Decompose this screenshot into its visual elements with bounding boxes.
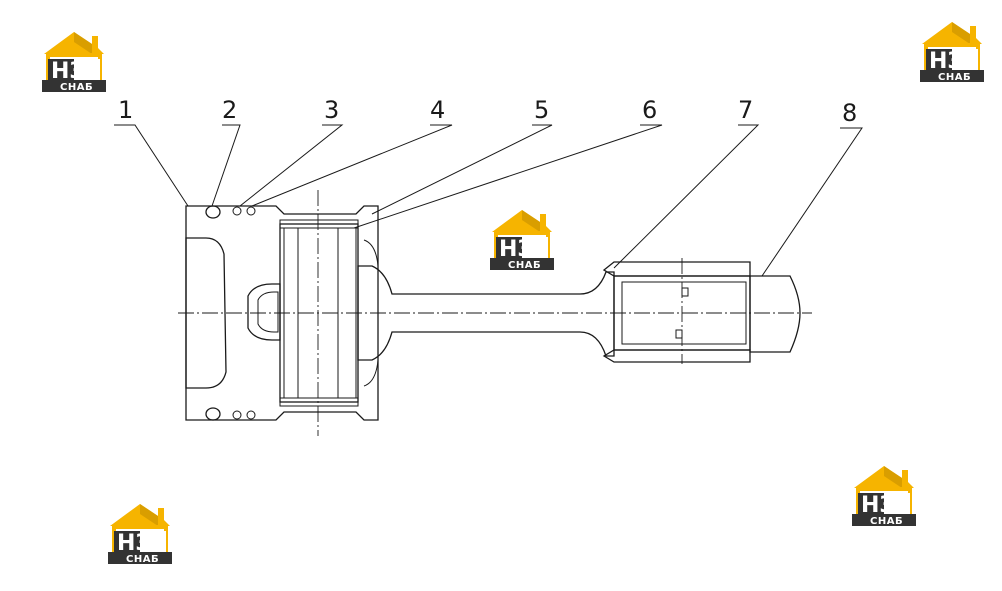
logo-mark: НЗ: [499, 237, 533, 262]
drawing-body: [178, 190, 812, 436]
oil-hole-top: [681, 287, 689, 297]
callout-6: 6: [642, 96, 657, 124]
watermark-logo-top-left: НЗ СНАБ: [42, 32, 106, 93]
end-plug: [749, 275, 801, 353]
callout-3: 3: [324, 96, 339, 124]
callout-8: 8: [842, 99, 857, 127]
ring-grooves-top: [205, 205, 256, 219]
watermark-logo-bottom-left: НЗ СНАБ: [108, 504, 172, 565]
rod-fillet-bottom: [363, 359, 379, 387]
callout-4: 4: [430, 96, 445, 124]
small-end-housing-bottom: [602, 349, 751, 363]
logo-caption: СНАБ: [870, 516, 903, 527]
piston-crown-recess: [185, 237, 227, 389]
logo-caption: СНАБ: [508, 260, 541, 271]
logo-mark: НЗ: [51, 59, 85, 84]
callout-5: 5: [534, 96, 549, 124]
callouts: 1 2 3 4 5 6 7 8: [118, 96, 857, 127]
pin-retainer-bottom: [279, 397, 359, 407]
pin-retainer-top: [279, 219, 359, 229]
logo-mark: НЗ: [861, 493, 895, 518]
callout-1: 1: [118, 96, 133, 124]
connecting-rod: [357, 265, 615, 361]
oil-hole-bottom: [675, 329, 683, 339]
callout-7: 7: [738, 96, 753, 124]
ring-grooves-bottom: [205, 407, 256, 421]
leader-lines: [114, 124, 863, 277]
piston-body: [185, 205, 379, 421]
logo-caption: СНАБ: [126, 554, 159, 565]
watermark-logo-center: НЗ СНАБ: [490, 210, 554, 271]
logo-caption: СНАБ: [60, 82, 93, 93]
watermark-logo-bottom-right: НЗ СНАБ: [852, 466, 916, 527]
watermark-logo-top-right: НЗ СНАБ: [920, 22, 984, 83]
logo-mark: НЗ: [929, 49, 963, 74]
logo-caption: СНАБ: [938, 72, 971, 83]
callout-2: 2: [222, 96, 237, 124]
small-end-bushing: [621, 281, 747, 345]
small-end-housing: [602, 261, 751, 277]
rod-fillet-top: [363, 239, 379, 267]
logo-mark: НЗ: [117, 531, 151, 556]
cavity-inner-line: [257, 291, 279, 333]
